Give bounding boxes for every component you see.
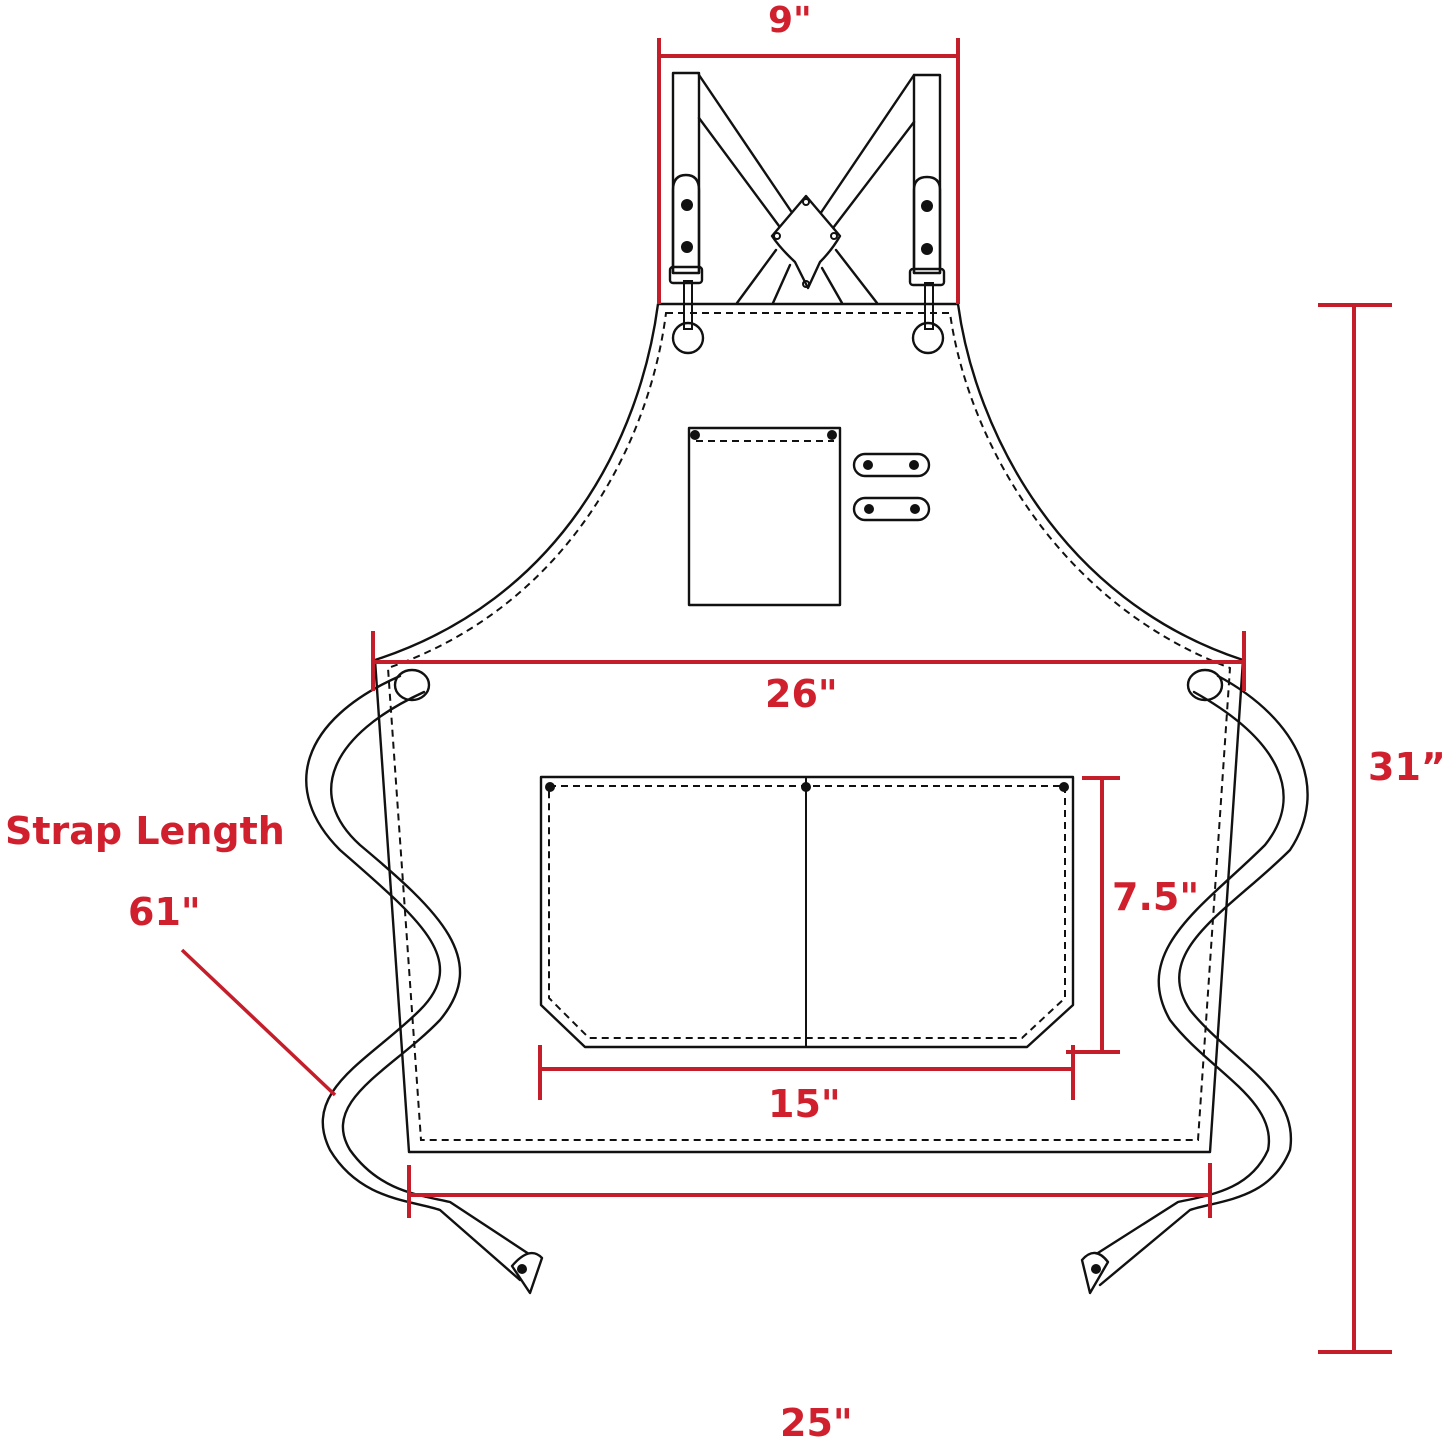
waist-tie-right [1080, 674, 1309, 1295]
apron-body [373, 302, 1245, 1154]
label-bottom-width: 25" [780, 1401, 853, 1445]
dimension-chest-width [371, 631, 1246, 691]
dimension-bottom-width [407, 1163, 1212, 1218]
dimension-neck-width [657, 38, 960, 304]
label-chest-width: 26" [765, 672, 838, 716]
label-pocket-width: 15" [768, 1082, 841, 1126]
label-neck-width: 9" [768, 0, 812, 41]
dimension-lines [180, 38, 1392, 1354]
pen-loops [852, 452, 931, 522]
side-grommets [393, 668, 1224, 702]
front-pocket [539, 775, 1075, 1049]
diamond-leather-patch [770, 194, 842, 290]
strap-length-leader [180, 948, 337, 1097]
label-strap-length-title: Strap Length [5, 809, 285, 853]
chest-pocket [687, 426, 842, 607]
dimension-pocket-width [538, 1045, 1075, 1100]
cross-back-straps [671, 71, 942, 305]
label-total-length: 31” [1368, 745, 1445, 789]
label-strap-length-value: 61" [128, 890, 201, 934]
waist-tie-left [305, 674, 544, 1295]
strap-adjusters [668, 173, 946, 355]
label-pocket-height: 7.5" [1112, 875, 1200, 919]
dimension-total-length [1318, 303, 1392, 1354]
